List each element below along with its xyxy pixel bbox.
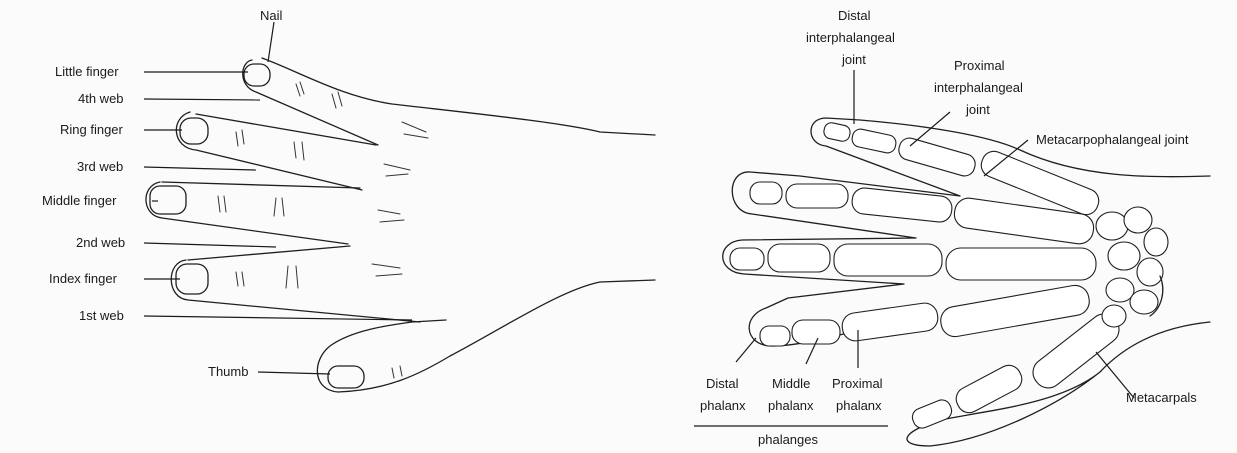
carpal-bone [1108,242,1140,270]
label-thumb: Thumb [208,364,248,379]
ring-distal-phalanx [750,182,782,204]
middle-middle-phalanx [768,244,830,272]
thumb-nail [328,366,364,388]
little-middle-phalanx [851,128,898,155]
label-dip-line2: interphalangeal [806,30,895,45]
carpal-bone [1106,278,1134,302]
carpal-bone [1096,212,1128,240]
label-distal-phalanx-2: phalanx [700,398,746,413]
label-mcp-joint: Metacarpophalangeal joint [1036,132,1189,147]
little-proximal-phalanx [896,136,977,179]
carpal-bone [1102,305,1126,327]
little-nail [244,64,270,86]
label-distal-phalanx-1: Distal [706,376,739,391]
label-2nd-web: 2nd web [76,235,125,250]
index-proximal-phalanx [841,301,940,342]
label-proximal-phalanx-1: Proximal [832,376,883,391]
index-distal-phalanx [760,326,790,346]
carpal-bone [1137,258,1163,286]
label-4th-web: 4th web [78,91,124,106]
label-index-finger: Index finger [49,271,118,286]
index-metacarpal [939,283,1092,339]
index-middle-phalanx [792,320,840,344]
label-pip-line1: Proximal [954,58,1005,73]
label-middle-phalanx-2: phalanx [768,398,814,413]
label-pip-line2: interphalangeal [934,80,1023,95]
ring-proximal-phalanx [851,187,953,223]
middle-distal-phalanx [730,248,764,270]
label-ring-finger: Ring finger [60,122,124,137]
label-1st-web: 1st web [79,308,124,323]
middle-proximal-phalanx [834,244,942,276]
ring-middle-phalanx [786,184,848,208]
label-dip-line3: joint [841,52,866,67]
middle-nail [150,186,186,214]
label-proximal-phalanx-2: phalanx [836,398,882,413]
index-nail [176,264,208,294]
label-phalanges: phalanges [758,432,818,447]
label-little-finger: Little finger [55,64,119,79]
ring-nail [180,118,208,144]
thumb-distal-phalanx [910,397,955,431]
label-dip-line1: Distal [838,8,871,23]
left-leaders [144,22,412,374]
little-distal-phalanx [823,121,852,142]
left-hand-nails [150,64,364,388]
label-metacarpals: Metacarpals [1126,390,1197,405]
label-middle-finger: Middle finger [42,193,117,208]
carpal-bone [1124,207,1152,233]
carpal-bone [1130,290,1158,314]
carpal-bone [1144,228,1168,256]
left-hand-outline [146,58,655,392]
thumb-proximal-phalanx [952,361,1026,417]
label-nail: Nail [260,8,283,23]
label-3rd-web: 3rd web [77,159,123,174]
middle-metacarpal [946,248,1096,280]
label-middle-phalanx-1: Middle [772,376,810,391]
label-pip-line3: joint [965,102,990,117]
